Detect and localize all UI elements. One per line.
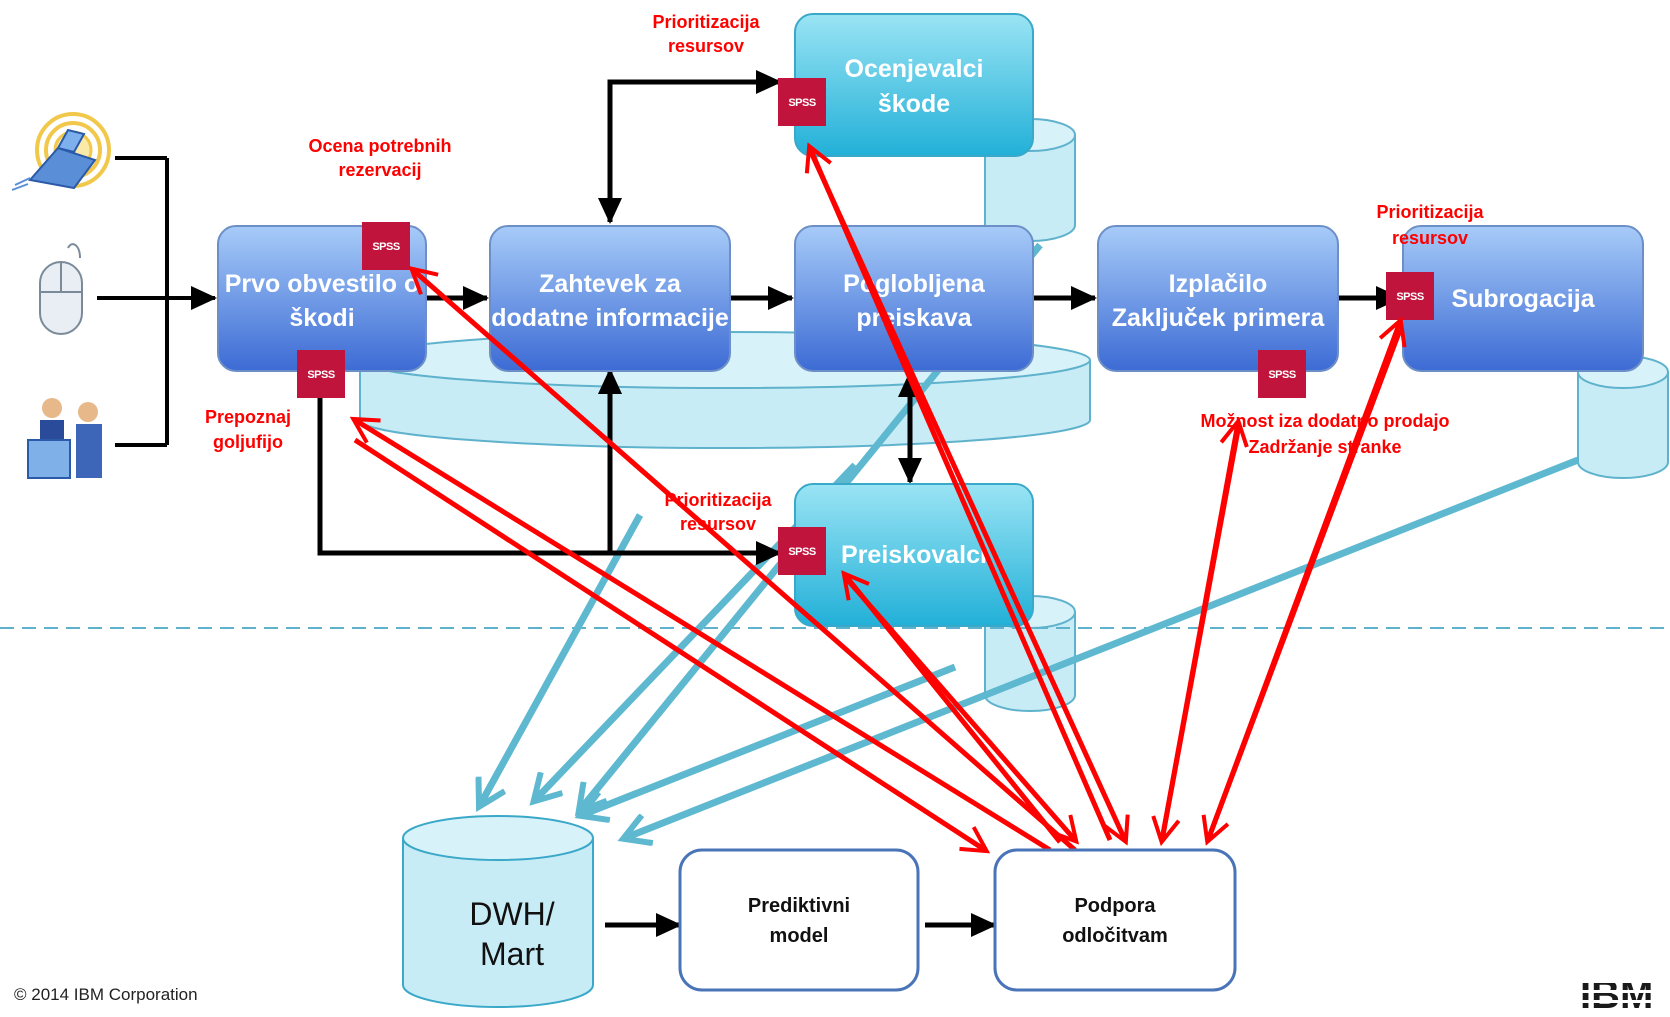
svg-text:IBM: IBM [1580,973,1653,1017]
svg-text:goljufijo: goljufijo [213,432,283,452]
annotation-prio-assessors: Prioritizacija resursov [652,12,760,56]
mouse-icon [39,243,83,335]
investigation-title-line2: preiskava [856,304,972,332]
process-flow-arrows [317,70,1402,937]
svg-text:SPSS: SPSS [1396,291,1424,303]
assessors-box: Ocenjevalci škode [794,13,1034,157]
subrogation-database-cylinder [1577,355,1669,479]
decision-label-line1: Podpora [1074,895,1156,917]
payout-title-line2: Zaključek primera [1112,304,1326,332]
fnol-title-line1: Prvo obvestilo o [225,270,419,298]
phone-icon [11,112,111,191]
agent-desk-icon [27,398,102,479]
svg-text:Prioritizacija: Prioritizacija [664,490,772,510]
annotation-prio-investigators: Prioritizacija resursov [664,490,772,534]
predictive-label-line2: model [770,925,829,947]
decision-support-box: Podpora odločitvam [993,848,1237,992]
dwh-label-line2: Mart [480,936,544,972]
fnol-title-line2: škodi [289,304,354,332]
request-info-box: Zahtevek za dodatne informacije [489,225,731,372]
decision-label-line2: odločitvam [1062,925,1168,947]
channel-connectors [97,156,217,447]
spss-badge-subrogation: SPSS [1386,272,1434,320]
ibm-logo: IBM [1576,960,1670,1017]
svg-text:resursov: resursov [680,514,756,534]
subrogation-title: Subrogacija [1451,285,1595,313]
assessors-title-line2: škode [878,90,950,118]
subrogation-box: Subrogacija [1402,225,1644,372]
annotation-fraud: Prepoznaj goljufijo [205,407,291,452]
spss-badge-investigators: SPSS [778,527,826,575]
svg-text:SPSS: SPSS [1268,369,1296,381]
annotation-upsell: Možnost iza dodatno prodajo Zadržanje st… [1201,411,1450,457]
svg-text:resursov: resursov [1392,228,1468,248]
spss-badge-assessors: SPSS [778,78,826,126]
request-info-title-line2: dodatne informacije [491,304,729,332]
spss-badge-upsell: SPSS [1258,350,1306,398]
assessors-title-line1: Ocenjevalci [845,55,984,83]
svg-text:SPSS: SPSS [788,97,816,109]
svg-text:Ocena potrebnih: Ocena potrebnih [308,136,451,156]
predictive-label-line1: Prediktivni [748,895,850,917]
svg-text:SPSS: SPSS [307,369,335,381]
svg-text:Možnost iza dodatno prodajo: Možnost iza dodatno prodajo [1201,411,1450,431]
request-info-title-line1: Zahtevek za [539,270,682,298]
spss-badge-fraud: SPSS [297,350,345,398]
payout-box: Izplačilo Zaključek primera [1097,225,1339,372]
svg-text:Zadržanje stranke: Zadržanje stranke [1248,437,1401,457]
svg-text:Prioritizacija: Prioritizacija [652,12,760,32]
svg-text:SPSS: SPSS [372,241,400,253]
dwh-cylinder: DWH/ Mart [402,815,594,1008]
predictive-model-box: Prediktivni model [678,848,920,992]
svg-text:rezervacij: rezervacij [338,160,421,180]
annotation-prio-subrogation: Prioritizacija resursov [1376,202,1484,248]
investigation-box: Poglobljena preiskava [794,225,1034,372]
analytics-arrows [355,148,1400,850]
dwh-label-line1: DWH/ [469,896,554,932]
svg-text:SPSS: SPSS [788,546,816,558]
copyright-text: © 2014 IBM Corporation [14,985,198,1004]
svg-text:Prioritizacija: Prioritizacija [1376,202,1484,222]
spss-badge-reserves: SPSS [362,222,410,270]
investigators-title: Preiskovalci [841,541,987,569]
svg-text:resursov: resursov [668,36,744,56]
svg-text:Prepoznaj: Prepoznaj [205,407,291,427]
payout-title-line1: Izplačilo [1169,270,1268,298]
annotation-reserves: Ocena potrebnih rezervacij [308,136,451,180]
